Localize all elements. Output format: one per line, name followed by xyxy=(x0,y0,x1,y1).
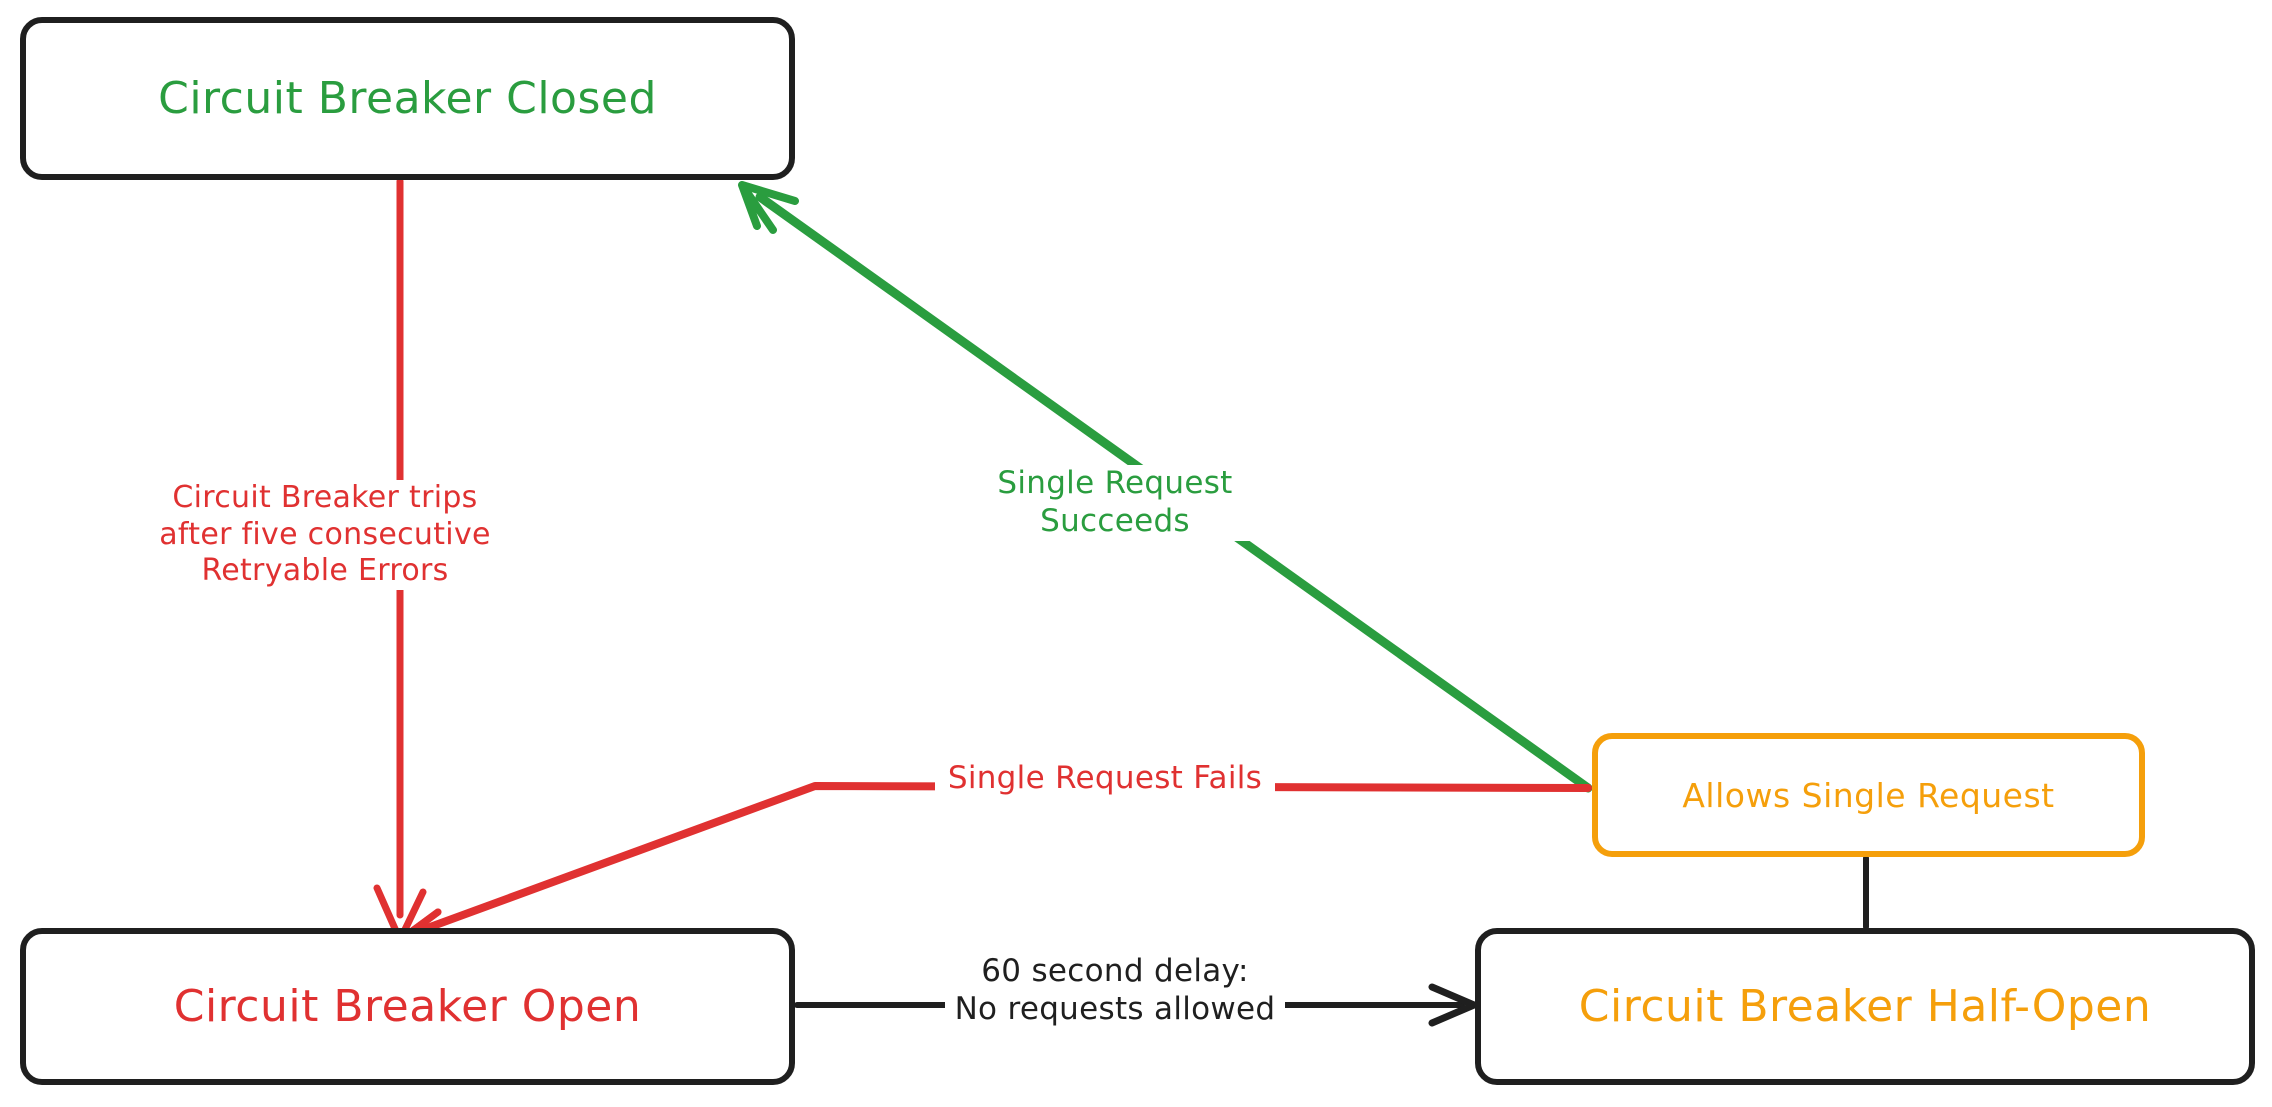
edge-label-closed-to-open: Circuit Breaker trips after five consecu… xyxy=(130,480,520,590)
node-label-half-open: Circuit Breaker Half-Open xyxy=(1578,981,2152,1032)
node-circuit-breaker-open[interactable]: Circuit Breaker Open xyxy=(20,928,795,1085)
node-label-open: Circuit Breaker Open xyxy=(173,981,642,1032)
node-circuit-breaker-half-open[interactable]: Circuit Breaker Half-Open xyxy=(1475,928,2255,1085)
edge-label-allows-to-open: Single Request Fails xyxy=(935,760,1275,798)
edge-label-open-to-half-open: 60 second delay: No requests allowed xyxy=(945,953,1285,1029)
node-label-allows-single-request: Allows Single Request xyxy=(1682,775,2055,815)
node-label-closed: Circuit Breaker Closed xyxy=(158,73,657,124)
edge-label-allows-to-closed: Single Request Succeeds xyxy=(915,465,1315,541)
node-circuit-breaker-closed[interactable]: Circuit Breaker Closed xyxy=(20,17,795,180)
edge-allows-to-open xyxy=(396,782,1592,944)
node-allows-single-request[interactable]: Allows Single Request xyxy=(1592,733,2145,857)
